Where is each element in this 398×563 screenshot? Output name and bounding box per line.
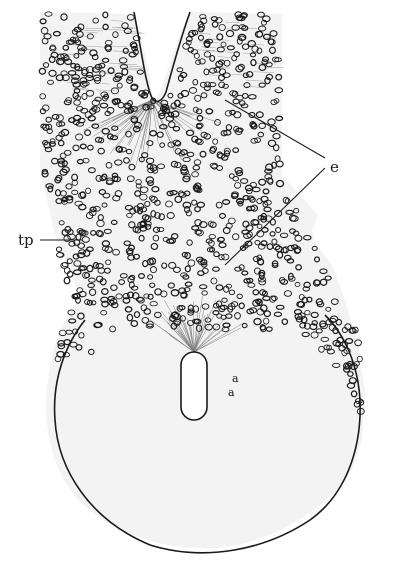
- label-a-upper: a: [232, 372, 239, 385]
- label-tp: tp: [18, 231, 34, 249]
- label-a-lower: a: [228, 386, 235, 399]
- label-e: e: [330, 158, 339, 176]
- inner-lumen: [181, 352, 207, 420]
- cell: [56, 247, 61, 252]
- cell: [64, 277, 70, 283]
